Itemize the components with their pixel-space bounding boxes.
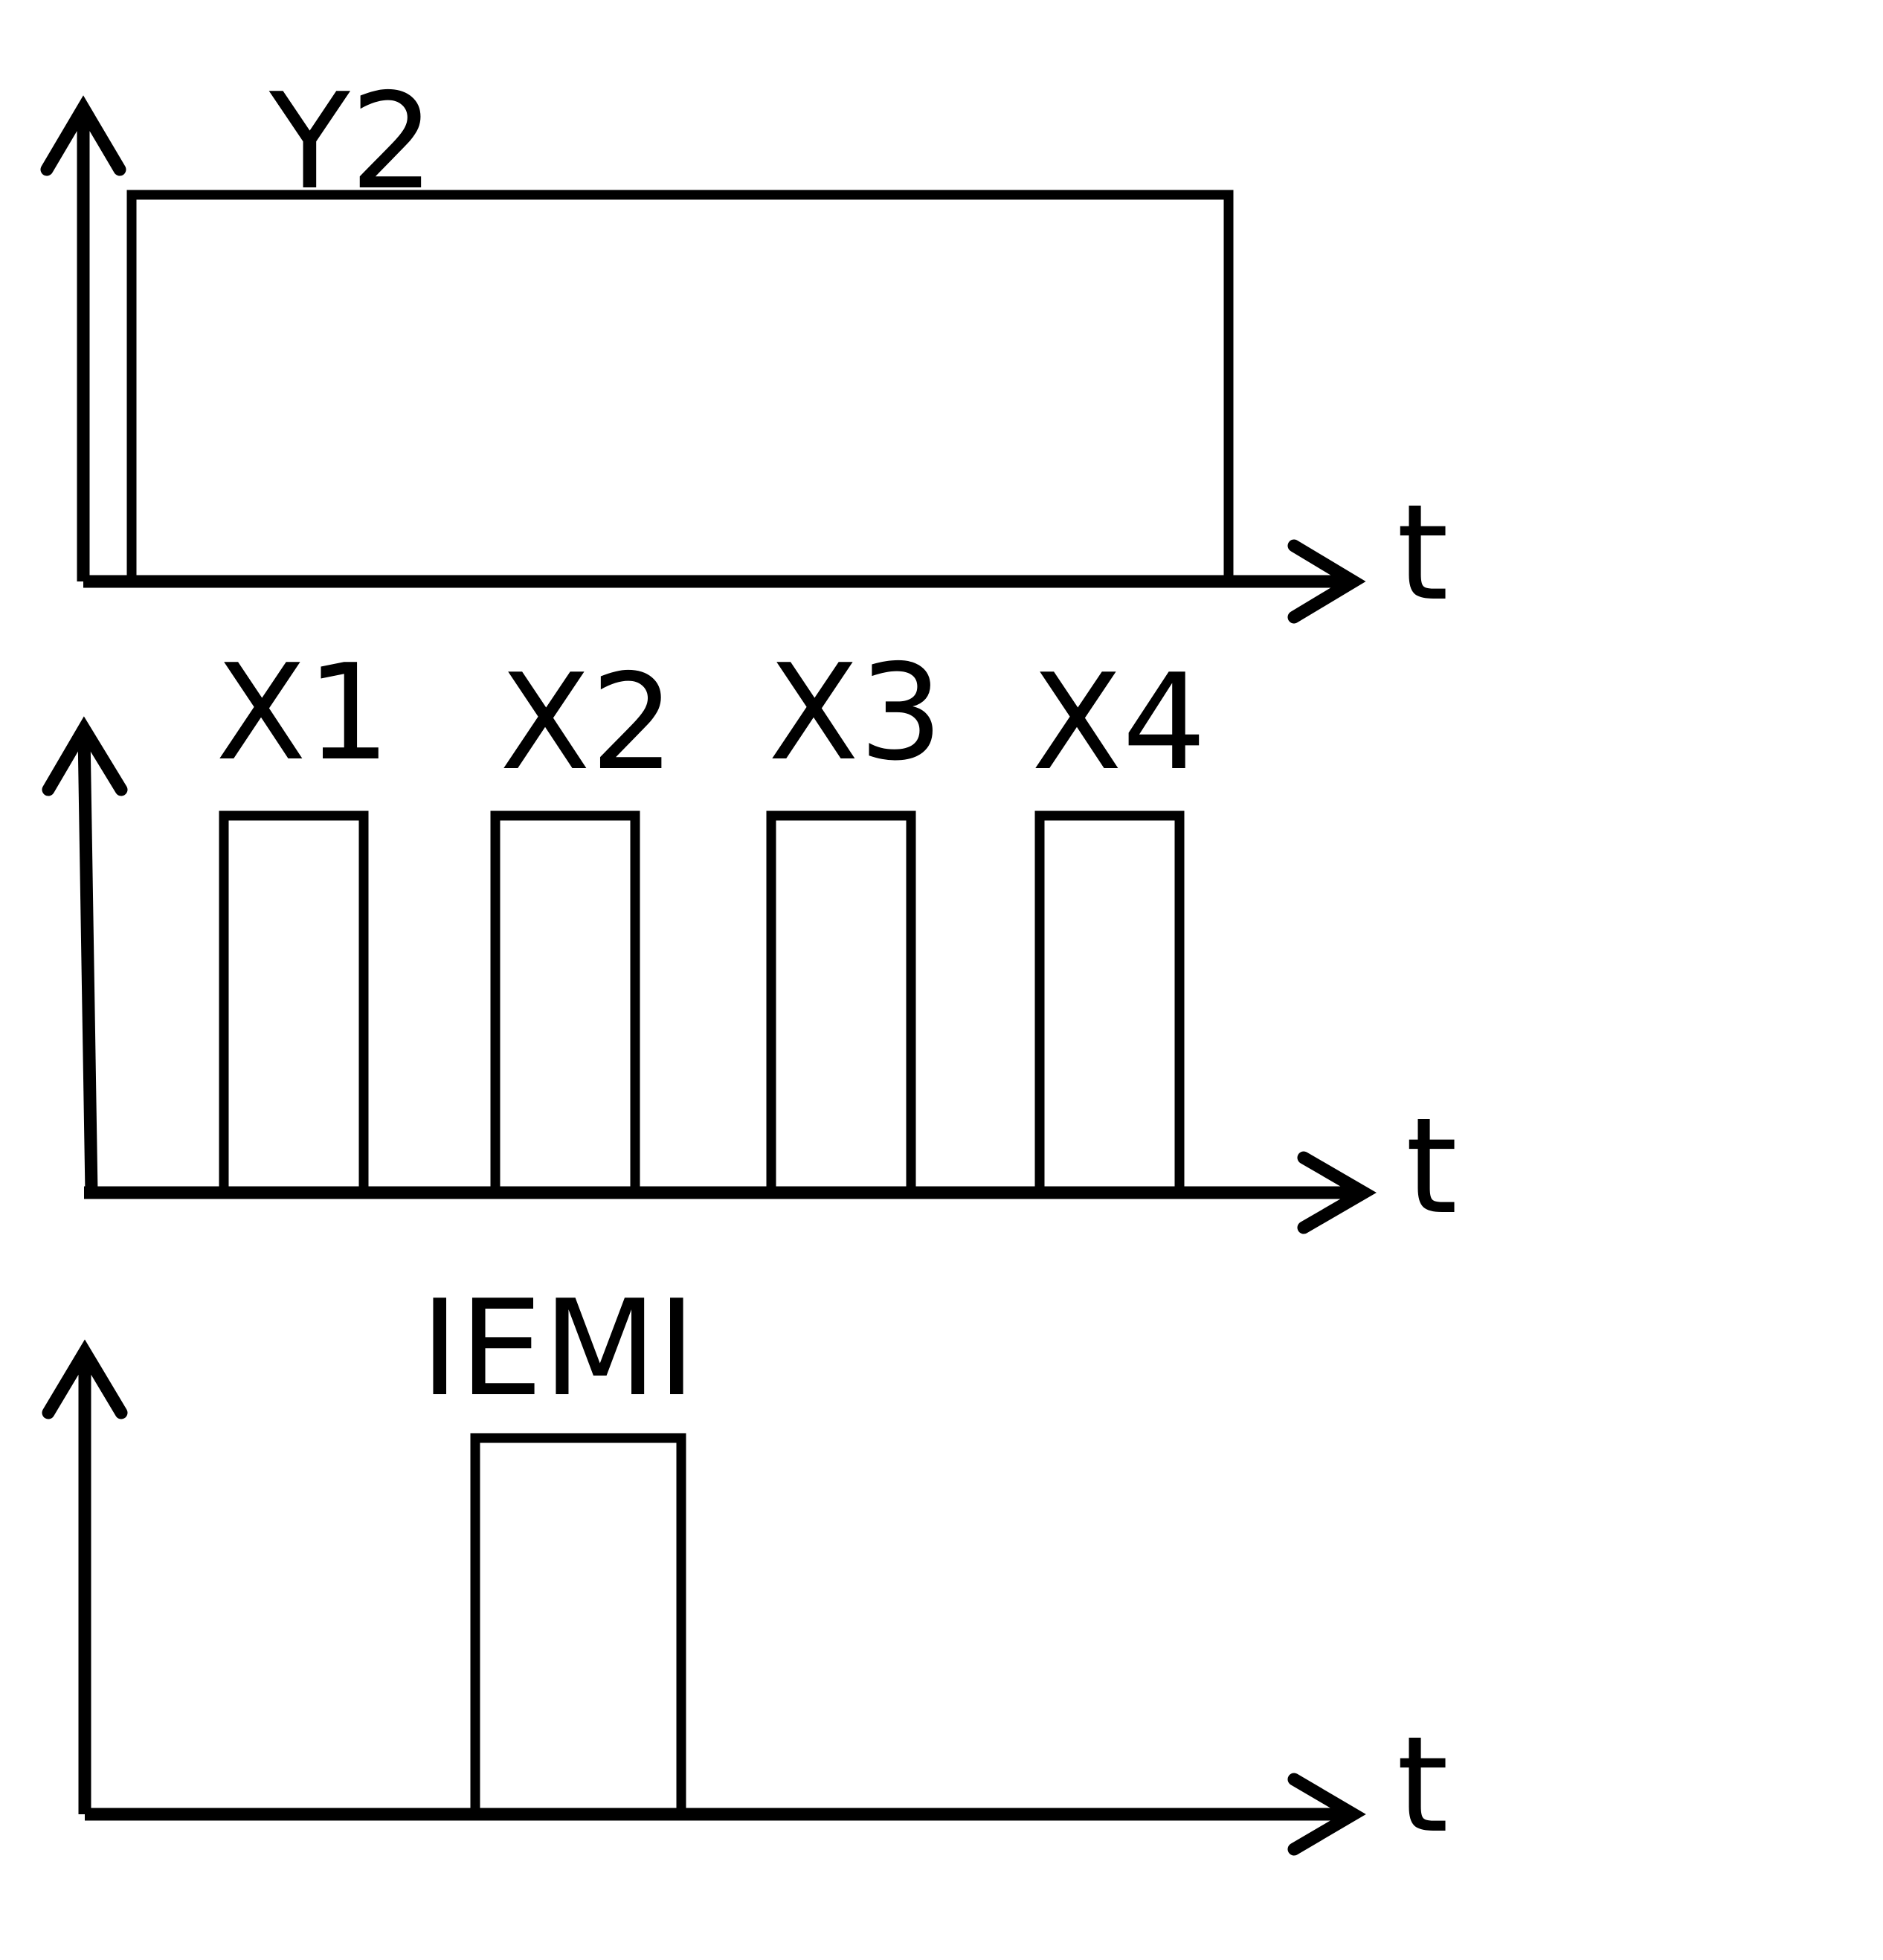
pulse-label-y2: Y2 (268, 65, 434, 219)
time-axis-label: t (1397, 1708, 1449, 1862)
y-axis (77, 734, 98, 1193)
time-axis-arrowhead-icon (1287, 539, 1366, 624)
pulse-x1 (219, 810, 369, 1191)
y-axis-arrowhead-icon (40, 95, 126, 176)
panel-iemi: t IEMI (42, 1271, 1449, 1862)
panel-y2: t Y2 (40, 65, 1449, 630)
pulse-x3 (766, 810, 916, 1191)
pulse-label-iemi: IEMI (420, 1271, 696, 1425)
time-axis-label: t (1406, 1089, 1458, 1243)
pulse-x2 (490, 810, 640, 1191)
pulse-y2 (126, 190, 1234, 580)
time-axis-arrowhead-icon (1297, 1151, 1377, 1234)
pulse-label-x4: X4 (1031, 645, 1206, 799)
y-axis-arrowhead-icon (42, 716, 128, 796)
pulse-label-x2: X2 (500, 645, 675, 799)
panel-x: t X1 X2 X3 X4 (42, 636, 1458, 1243)
pulse-label-x1: X1 (216, 636, 390, 790)
time-axis-label: t (1397, 476, 1449, 630)
pulse-label-x3: X3 (768, 636, 943, 790)
pulse-iemi (470, 1433, 686, 1813)
pulse-x4 (1034, 810, 1185, 1191)
y-axis-arrowhead-icon (42, 1339, 128, 1419)
time-axis-arrowhead-icon (1287, 1773, 1366, 1856)
